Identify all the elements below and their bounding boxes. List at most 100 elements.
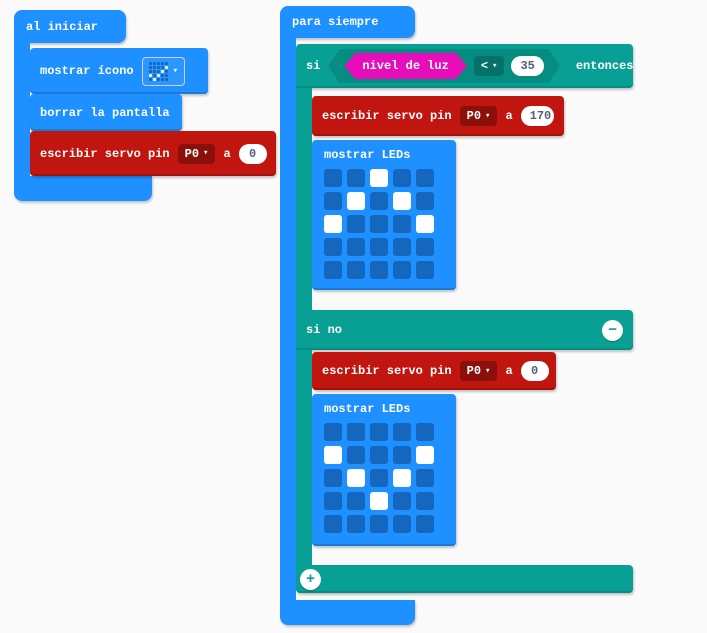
led-cell-off[interactable] <box>324 515 342 533</box>
if-else-spine[interactable] <box>296 350 312 565</box>
pin-value: P0 <box>184 146 200 161</box>
forever-block[interactable]: para siempre <box>280 6 415 38</box>
led-cell-off[interactable] <box>416 423 434 441</box>
forever-footer[interactable] <box>280 600 415 625</box>
led-cell-off[interactable] <box>347 446 365 464</box>
if-then-spine[interactable] <box>296 88 312 310</box>
led-cell-off[interactable] <box>370 192 388 210</box>
led-cell-off <box>160 61 164 65</box>
led-cell-off[interactable] <box>347 492 365 510</box>
show-icon-label: mostrar ícono <box>40 64 134 78</box>
servo-write-block-else[interactable]: escribir servo pin P0 ▾ a 0 <box>312 352 556 390</box>
clear-screen-block[interactable]: borrar la pantalla <box>30 94 182 131</box>
led-cell-off[interactable] <box>393 238 411 256</box>
servo-angle-input[interactable]: 0 <box>238 143 267 164</box>
show-leds-block-else[interactable]: mostrar LEDs <box>312 394 456 546</box>
led-cell-off[interactable] <box>370 261 388 279</box>
servo-write-block-onstart[interactable]: escribir servo pin P0 ▾ a 0 <box>30 131 276 176</box>
if-block-header[interactable]: si nivel de luz < ▾ 35 entonces <box>296 44 633 88</box>
led-cell-off[interactable] <box>347 423 365 441</box>
led-cell-off[interactable] <box>416 492 434 510</box>
led-cell-off <box>152 61 156 65</box>
led-cell-off[interactable] <box>324 492 342 510</box>
led-cell-off[interactable] <box>416 238 434 256</box>
led-cell-off[interactable] <box>324 169 342 187</box>
led-cell-off[interactable] <box>416 169 434 187</box>
light-level-block[interactable]: nivel de luz <box>344 53 466 79</box>
pin-value: P0 <box>466 109 482 123</box>
led-cell-off[interactable] <box>393 169 411 187</box>
led-cell-on[interactable] <box>393 192 411 210</box>
servo-write-label: escribir servo pin <box>40 146 170 161</box>
servo-write-block-then[interactable]: escribir servo pin P0 ▾ a 170 <box>312 96 564 136</box>
show-leds-label: mostrar LEDs <box>324 402 411 416</box>
led-cell-off <box>152 65 156 69</box>
led-cell-off[interactable] <box>347 238 365 256</box>
show-leds-block-then[interactable]: mostrar LEDs <box>312 140 456 290</box>
led-cell-on[interactable] <box>416 215 434 233</box>
servo-to-label: a <box>223 146 231 161</box>
led-cell-off[interactable] <box>370 515 388 533</box>
led-cell-off[interactable] <box>370 423 388 441</box>
led-cell-off <box>160 73 164 77</box>
on-start-footer[interactable] <box>14 176 152 201</box>
led-cell-off[interactable] <box>370 238 388 256</box>
pin-dropdown[interactable]: P0 ▾ <box>459 106 498 126</box>
else-bar[interactable]: si no − <box>296 310 633 350</box>
led-cell-off[interactable] <box>370 215 388 233</box>
led-cell-on[interactable] <box>370 169 388 187</box>
minus-icon: − <box>607 321 617 339</box>
pin-dropdown[interactable]: P0 ▾ <box>177 143 216 164</box>
led-cell-on[interactable] <box>347 469 365 487</box>
on-start-spine[interactable] <box>14 42 30 177</box>
chevron-down-icon: ▾ <box>172 65 179 76</box>
led-cell-off[interactable] <box>393 515 411 533</box>
operator-dropdown[interactable]: < ▾ <box>474 56 505 76</box>
led-cell-off[interactable] <box>324 238 342 256</box>
comparison-block[interactable]: nivel de luz < ▾ 35 <box>328 49 559 83</box>
led-cell-off[interactable] <box>416 261 434 279</box>
led-cell-off[interactable] <box>416 515 434 533</box>
pin-dropdown[interactable]: P0 ▾ <box>459 361 498 381</box>
led-cell-off[interactable] <box>393 215 411 233</box>
servo-angle-input[interactable]: 0 <box>520 361 549 381</box>
led-cell-on[interactable] <box>324 446 342 464</box>
add-else-branch-button[interactable]: + <box>300 568 321 590</box>
led-cell-off[interactable] <box>416 469 434 487</box>
led-cell-off[interactable] <box>347 515 365 533</box>
led-cell-on[interactable] <box>393 469 411 487</box>
led-cell-on[interactable] <box>370 492 388 510</box>
led-cell-off[interactable] <box>324 469 342 487</box>
led-cell-off <box>156 77 160 81</box>
led-cell-off[interactable] <box>393 446 411 464</box>
led-cell-off[interactable] <box>324 423 342 441</box>
servo-to-label: a <box>505 364 513 378</box>
led-cell-on[interactable] <box>416 446 434 464</box>
on-start-block[interactable]: al iniciar <box>14 10 126 43</box>
led-cell-off[interactable] <box>416 192 434 210</box>
threshold-input[interactable]: 35 <box>511 56 543 76</box>
clear-screen-label: borrar la pantalla <box>40 105 170 120</box>
led-cell-on[interactable] <box>347 192 365 210</box>
led-cell-off[interactable] <box>347 261 365 279</box>
collapse-else-button[interactable]: − <box>602 319 623 341</box>
if-block-footer[interactable]: + <box>296 565 633 593</box>
forever-label: para siempre <box>292 15 379 29</box>
led-cell-off[interactable] <box>347 169 365 187</box>
led-cell-off[interactable] <box>393 423 411 441</box>
led-cell-on[interactable] <box>324 215 342 233</box>
icon-picker-dropdown[interactable]: ▾ <box>141 56 186 86</box>
led-cell-on <box>152 77 156 81</box>
show-icon-block[interactable]: mostrar ícono ▾ <box>30 48 208 94</box>
led-cell-off[interactable] <box>324 261 342 279</box>
led-cell-off[interactable] <box>324 192 342 210</box>
forever-spine[interactable] <box>280 38 296 600</box>
light-level-label: nivel de luz <box>362 59 449 73</box>
led-cell-off[interactable] <box>347 215 365 233</box>
led-cell-off[interactable] <box>393 261 411 279</box>
servo-angle-input[interactable]: 170 <box>520 106 554 126</box>
led-cell-off[interactable] <box>393 492 411 510</box>
led-cell-off[interactable] <box>370 469 388 487</box>
led-cell-off[interactable] <box>370 446 388 464</box>
